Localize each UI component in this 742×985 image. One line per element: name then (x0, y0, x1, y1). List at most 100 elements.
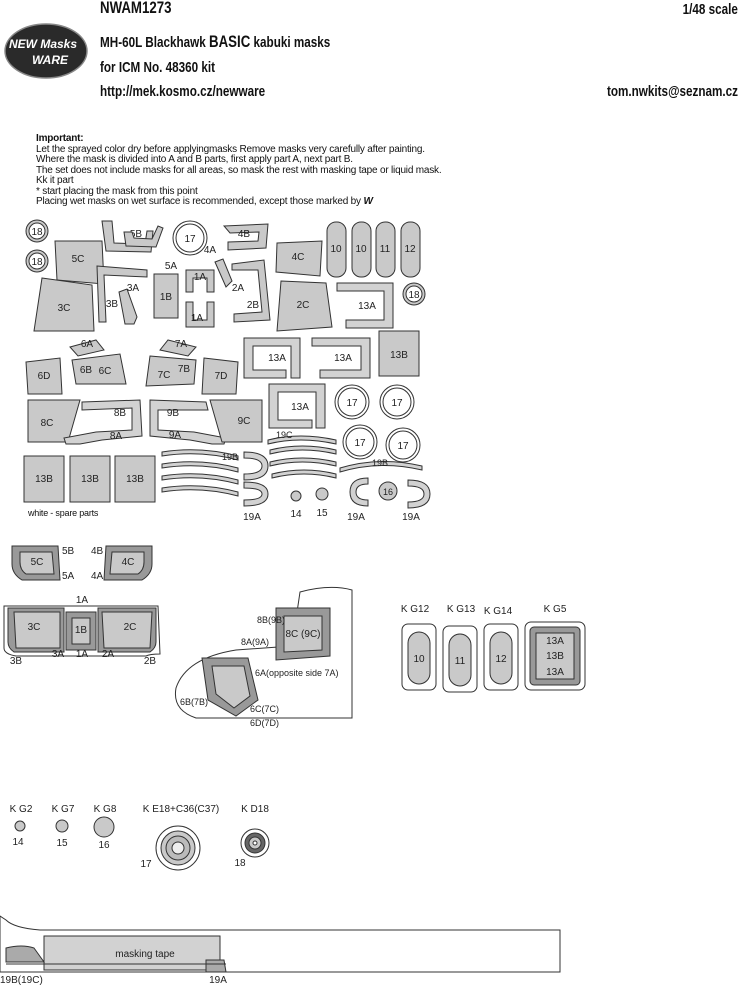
svg-text:6B: 6B (80, 365, 93, 376)
application-diagrams: 5C 5B 5A 4B 4A 4C 3C 1B 2C 1A 3B 3A 1A 2… (0, 545, 586, 985)
svg-text:K G7: K G7 (52, 804, 75, 815)
mask-10b (351, 221, 372, 278)
svg-text:16: 16 (98, 840, 110, 851)
svg-text:19C: 19C (276, 430, 293, 440)
mask-7d (201, 357, 239, 395)
mask-8-frame (63, 399, 143, 445)
mask-13b (378, 330, 420, 377)
svg-text:15: 15 (56, 838, 68, 849)
wheel-kg7: K G7 15 (52, 804, 75, 849)
svg-text:14: 14 (290, 509, 302, 520)
svg-text:6B(7B): 6B(7B) (180, 697, 208, 707)
spare-parts-note: white - spare parts (28, 508, 99, 518)
svg-text:17: 17 (140, 859, 152, 870)
contact-email[interactable]: tom.nwkits@seznam.cz (606, 83, 738, 100)
svg-text:8A: 8A (110, 431, 123, 442)
mask-6bc (71, 353, 127, 385)
svg-text:1B: 1B (75, 625, 88, 636)
svg-text:13A: 13A (268, 353, 286, 364)
mask-13a-1 (336, 282, 394, 329)
mask-6a (69, 339, 105, 357)
svg-text:4B: 4B (91, 546, 104, 557)
mask-3c (33, 277, 95, 332)
mask-7cb (145, 355, 197, 387)
instruction-line: Kk it part (36, 175, 74, 186)
mask-8c (27, 399, 81, 443)
svg-text:8C: 8C (41, 418, 54, 429)
svg-text:17: 17 (391, 398, 403, 409)
svg-text:5A: 5A (62, 571, 75, 582)
svg-text:2A: 2A (102, 649, 115, 660)
svg-text:K G12: K G12 (401, 604, 430, 615)
svg-text:17: 17 (184, 234, 196, 245)
svg-text:8B: 8B (114, 408, 127, 419)
mask-10a (326, 221, 347, 278)
masking-tape-diagram: masking tape (0, 915, 561, 973)
svg-text:K G14: K G14 (484, 606, 513, 617)
mask-13a-3 (311, 337, 371, 379)
mask-4c (275, 240, 323, 277)
website-url[interactable]: http://mek.kosmo.cz/newware (100, 83, 266, 100)
svg-text:13B: 13B (35, 474, 53, 485)
instructions-heading: Important: (36, 133, 84, 144)
svg-text:K G5: K G5 (544, 604, 567, 615)
logo-text-2: WARE (32, 53, 69, 67)
svg-text:3A: 3A (127, 283, 140, 294)
svg-text:11: 11 (455, 656, 466, 667)
title-suffix: kabuki masks (250, 34, 331, 51)
mask-13b-spare-2 (69, 455, 111, 503)
svg-text:10: 10 (330, 244, 342, 255)
mask-13b-spare-1 (23, 455, 65, 503)
mask-19-strips: 19C 19B 19B (161, 430, 431, 509)
kg14-window: K G14 12 (483, 606, 519, 691)
mask-9-frame (149, 399, 227, 445)
kg5-window: K G5 13A 13B 13A (524, 604, 586, 691)
wet-mark-icon: W (363, 196, 373, 207)
mask-13b-spare-3 (114, 455, 156, 503)
svg-text:2C: 2C (297, 300, 310, 311)
mask-2-frame (231, 259, 271, 323)
mask-4a (214, 258, 233, 288)
svg-text:10: 10 (355, 244, 367, 255)
svg-text:5C: 5C (31, 557, 44, 568)
svg-text:2C: 2C (124, 622, 137, 633)
tape-label-left: 19B(19C) (0, 975, 43, 985)
svg-text:15: 15 (316, 508, 328, 519)
tape-label-right: 19A (209, 975, 227, 985)
side-window-left: 5C (11, 545, 61, 581)
svg-text:3C: 3C (28, 622, 41, 633)
mask-11 (375, 221, 396, 278)
svg-text:19A: 19A (243, 512, 261, 523)
svg-text:K G2: K G2 (10, 804, 33, 815)
svg-text:1B: 1B (160, 292, 173, 303)
mask-18-circles: 18 18 (25, 219, 49, 273)
kg13-window: K G13 11 (442, 604, 478, 693)
svg-text:1A: 1A (191, 313, 204, 324)
svg-text:8B(9B): 8B(9B) (257, 615, 285, 625)
mask-3b-frame (96, 265, 148, 323)
mask-9c (209, 399, 263, 443)
svg-text:4A: 4A (204, 245, 217, 256)
svg-text:8A(9A): 8A(9A) (241, 637, 269, 647)
svg-text:1A: 1A (194, 272, 207, 283)
svg-text:13A: 13A (546, 667, 564, 678)
side-window-right: 4C (103, 545, 153, 581)
svg-text:2B: 2B (144, 656, 157, 667)
svg-text:19B: 19B (222, 452, 238, 462)
svg-text:14: 14 (12, 837, 24, 848)
svg-text:4B: 4B (238, 229, 251, 240)
svg-text:18: 18 (408, 290, 420, 301)
svg-text:19A: 19A (347, 512, 365, 523)
svg-text:18: 18 (234, 858, 246, 869)
svg-text:18: 18 (31, 227, 43, 238)
svg-text:13B: 13B (390, 350, 408, 361)
svg-text:7B: 7B (178, 364, 191, 375)
wheel-ke18: K E18+C36(C37) 17 (140, 804, 219, 871)
svg-text:6D: 6D (38, 371, 51, 382)
instruction-line: Placing wet masks on wet surface is reco… (36, 196, 373, 207)
svg-text:8C (9C): 8C (9C) (285, 629, 320, 640)
svg-text:17: 17 (397, 441, 409, 452)
svg-text:5A: 5A (165, 261, 178, 272)
svg-text:19B: 19B (372, 458, 388, 468)
svg-text:12: 12 (495, 654, 507, 665)
